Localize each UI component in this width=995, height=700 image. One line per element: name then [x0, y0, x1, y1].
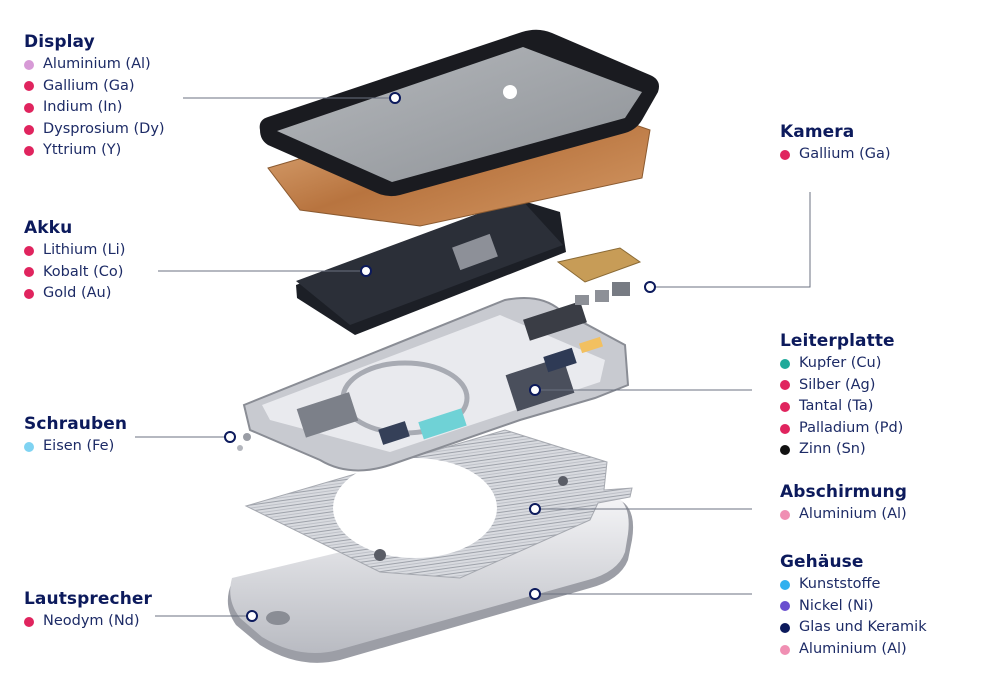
list-item: Aluminium (Al) [780, 639, 927, 661]
color-dot [780, 401, 790, 412]
color-dot [24, 81, 34, 92]
list-item: Glas und Keramik [780, 617, 927, 639]
group-title: Schrauben [24, 414, 128, 434]
color-dot [780, 380, 790, 391]
display-stack [259, 29, 659, 227]
color-dot [780, 149, 790, 160]
color-dot [780, 509, 790, 520]
group-leiterplatte: Leiterplatte Kupfer (Cu) Silber (Ag) Tan… [780, 331, 903, 461]
color-dot [780, 358, 790, 369]
marker-kamera [644, 281, 656, 293]
group-title: Leiterplatte [780, 331, 895, 351]
list-item: Gold (Au) [24, 283, 125, 305]
group-lautsprecher: Lautsprecher Neodym (Nd) [24, 589, 152, 633]
group-title: Abschirmung [780, 482, 908, 502]
list-item: Kunststoffe [780, 574, 927, 596]
list-item: Aluminium (Al) [24, 54, 165, 76]
shield-layer [244, 429, 633, 579]
color-dot [780, 601, 790, 612]
battery [296, 198, 566, 335]
marker-display [389, 92, 401, 104]
marker-leiterplatte [529, 384, 541, 396]
group-abschirmung: Abschirmung Aluminium (Al) [780, 482, 907, 526]
marker-akku [360, 265, 372, 277]
group-akku: Akku Lithium (Li) Kobalt (Co) Gold (Au) [24, 218, 125, 305]
group-title: Display [24, 32, 95, 52]
list-item: Gallium (Ga) [24, 76, 165, 98]
marker-schrauben [224, 431, 236, 443]
color-dot [780, 644, 790, 655]
color-dot [24, 245, 34, 256]
screws [237, 433, 251, 451]
group-schrauben: Schrauben Eisen (Fe) [24, 414, 127, 458]
marker-lautsprecher [246, 610, 258, 622]
color-dot [780, 445, 790, 456]
list-item: Dysprosium (Dy) [24, 119, 165, 141]
list-item: Tantal (Ta) [780, 396, 903, 418]
color-dot [24, 288, 34, 299]
marker-abschirmung [529, 503, 541, 515]
callout-markers [224, 92, 656, 622]
callout-line-kamera [650, 192, 811, 288]
color-dot [24, 146, 34, 157]
color-dot [780, 423, 790, 434]
group-gehaeuse: Gehäuse Kunststoffe Nickel (Ni) Glas und… [780, 552, 927, 660]
group-title: Lautsprecher [24, 589, 153, 609]
list-item: Kupfer (Cu) [780, 353, 903, 375]
color-dot [780, 579, 790, 590]
list-item: Nickel (Ni) [780, 596, 927, 618]
list-item: Silber (Ag) [780, 375, 903, 397]
color-dot [24, 267, 34, 278]
list-item: Eisen (Fe) [24, 436, 127, 458]
callout-lines [135, 97, 811, 617]
marker-gehaeuse [529, 588, 541, 600]
group-title: Akku [24, 218, 73, 238]
list-item: Zinn (Sn) [780, 439, 903, 461]
color-dot [24, 102, 34, 113]
list-item: Aluminium (Al) [780, 504, 907, 526]
group-title: Gehäuse [780, 552, 864, 572]
color-dot [24, 441, 34, 452]
color-dot [24, 59, 34, 70]
list-item: Neodym (Nd) [24, 611, 152, 633]
list-item: Indium (In) [24, 97, 165, 119]
group-title: Kamera [780, 122, 855, 142]
group-display: Display Aluminium (Al) Gallium (Ga) Indi… [24, 32, 165, 162]
mainboard-frame [242, 297, 630, 472]
color-dot [24, 616, 34, 627]
list-item: Yttrium (Y) [24, 140, 165, 162]
list-item: Gallium (Ga) [780, 144, 891, 166]
list-item: Kobalt (Co) [24, 262, 125, 284]
list-item: Lithium (Li) [24, 240, 125, 262]
list-item: Palladium (Pd) [780, 418, 903, 440]
color-dot [24, 124, 34, 135]
group-kamera: Kamera Gallium (Ga) [780, 122, 891, 166]
color-dot [780, 622, 790, 633]
camera-module [556, 247, 642, 305]
